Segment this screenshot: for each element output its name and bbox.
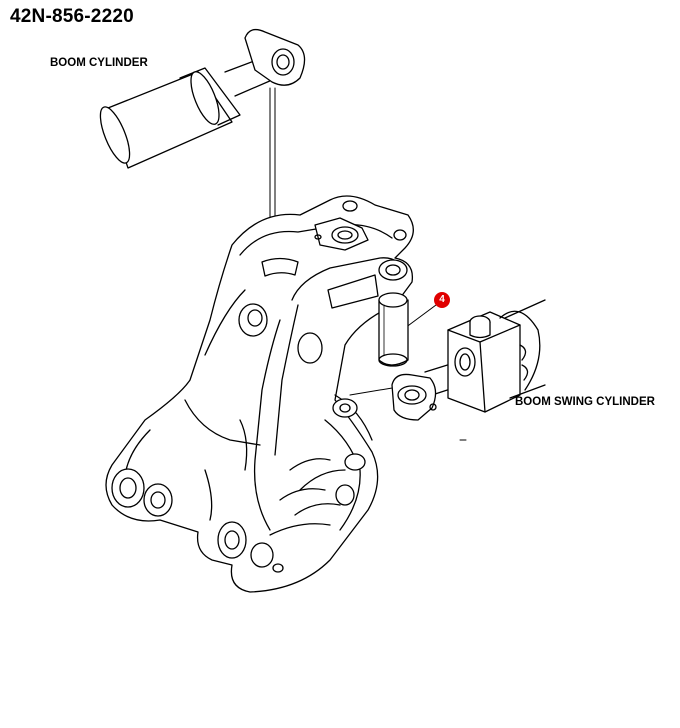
pin-part-4 xyxy=(378,292,409,367)
callout-badge-4: 4 xyxy=(434,292,450,308)
boom-cylinder-label: BOOM CYLINDER xyxy=(50,57,148,69)
swing-bracket xyxy=(105,195,414,593)
part-number: 42N-856-2220 xyxy=(10,6,134,27)
boom-swing-cylinder xyxy=(391,299,546,421)
boom-cylinder xyxy=(99,28,306,169)
boom-swing-cylinder-label: BOOM SWING CYLINDER xyxy=(515,396,655,408)
